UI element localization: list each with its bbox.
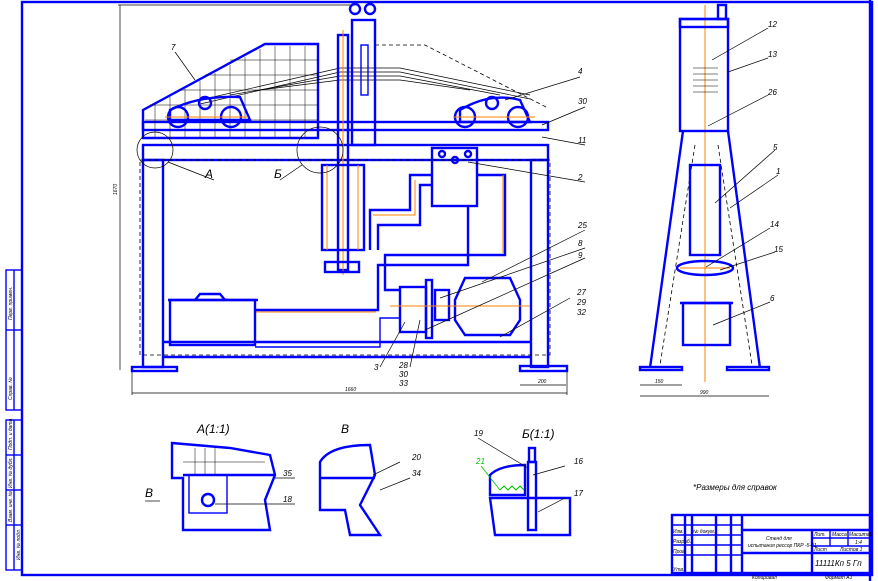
side-strip: Перв. примен. Справ. № Подп. и дата Инв.… bbox=[5, 269, 23, 571]
callout: 33 bbox=[399, 379, 408, 388]
detail-a: А(1:1) 35 18 В bbox=[145, 422, 295, 532]
callout: 17 bbox=[574, 489, 583, 498]
view-arrow-label: В bbox=[145, 486, 153, 500]
strip-label: Подп. и дата bbox=[8, 418, 14, 450]
tb-cell: Листов 1 bbox=[839, 547, 863, 553]
strip-label: Инв. № дубл. bbox=[8, 457, 14, 488]
dim-foot: 200 bbox=[537, 379, 547, 385]
callout: 16 bbox=[574, 457, 583, 466]
callout: 12 bbox=[768, 20, 777, 29]
strip-label: Перв. примен. bbox=[8, 287, 14, 320]
callout: 30 bbox=[399, 370, 408, 379]
tb-cell: Лист bbox=[813, 547, 827, 553]
callout: 1 bbox=[776, 167, 780, 176]
callout: 6 bbox=[770, 294, 775, 303]
callout: 15 bbox=[774, 245, 783, 254]
detail-mark-a: А bbox=[204, 167, 213, 181]
callout: 28 bbox=[398, 361, 408, 370]
detail-title: А(1:1) bbox=[196, 422, 230, 436]
tb-cell: Утв. bbox=[673, 567, 684, 573]
callout: 3 bbox=[374, 363, 379, 372]
callout: 26 bbox=[767, 88, 777, 97]
detail-b: Б(1:1) 19 21 16 17 bbox=[474, 427, 583, 537]
tb-cell: Масштаб bbox=[849, 532, 873, 538]
tb-cell: Разраб. bbox=[673, 539, 691, 545]
strip-label: Взам. инв. № bbox=[8, 490, 14, 522]
tb-cell: Лит. bbox=[813, 532, 826, 538]
callout: 14 bbox=[770, 220, 779, 229]
callout: 2 bbox=[577, 173, 583, 182]
callout: 5 bbox=[773, 143, 778, 152]
callout: 21 bbox=[475, 457, 485, 466]
callout: 11 bbox=[578, 136, 586, 145]
dim-width-side: 990 bbox=[700, 390, 709, 396]
tb-cell: Масса bbox=[832, 532, 847, 538]
detail-title: Б(1:1) bbox=[522, 427, 554, 441]
callout: 29 bbox=[576, 298, 586, 307]
tb-cell: Копировал bbox=[752, 575, 777, 581]
callout: 20 bbox=[411, 453, 421, 462]
detail-mark-b: Б bbox=[274, 167, 282, 181]
callout: 13 bbox=[768, 50, 777, 59]
strip-label: Инв. № подл. bbox=[16, 529, 22, 560]
detail-title: В bbox=[341, 422, 349, 436]
callout: 35 bbox=[283, 469, 292, 478]
roller-right bbox=[453, 95, 535, 129]
callout: 4 bbox=[578, 67, 583, 76]
callout: 30 bbox=[578, 97, 587, 106]
tb-cell: Изм. bbox=[673, 529, 684, 535]
detail-v: В 20 34 bbox=[318, 422, 421, 537]
title-name: Стенд для bbox=[766, 536, 792, 542]
dim-foot-side: 150 bbox=[655, 379, 664, 385]
callout: 19 bbox=[474, 429, 483, 438]
callout: 34 bbox=[412, 469, 421, 478]
callout: 7 bbox=[171, 43, 176, 52]
callout: 18 bbox=[283, 495, 292, 504]
tb-cell: Пров. bbox=[673, 549, 686, 555]
title-block: Изм. № докум. Разраб. Пров. Утв. Стенд д… bbox=[670, 513, 873, 581]
tb-designation: 11111Кп 5 Гп bbox=[815, 559, 862, 568]
dim-height: 1670 bbox=[113, 184, 119, 195]
reference-note: *Размеры для справок bbox=[693, 483, 778, 492]
title-name: испытания рессор ПКР -5-01 bbox=[748, 543, 817, 549]
callout: 25 bbox=[577, 221, 587, 230]
tb-cell: Формат А1 bbox=[825, 575, 853, 581]
callout: 32 bbox=[577, 308, 586, 317]
callout: 9 bbox=[578, 251, 583, 260]
strip-label: Справ. № bbox=[8, 377, 14, 400]
dim-width: 1660 bbox=[345, 387, 356, 393]
roller-left bbox=[165, 95, 252, 129]
tb-cell: № докум. bbox=[693, 529, 715, 535]
callout: 27 bbox=[576, 288, 586, 297]
main-view: 1670 1660 200 bbox=[113, 2, 587, 395]
tb-scale: 1:4 bbox=[855, 540, 862, 546]
callout: 8 bbox=[578, 239, 583, 248]
side-view: 150 990 12 13 26 5 1 14 15 6 bbox=[638, 3, 783, 397]
